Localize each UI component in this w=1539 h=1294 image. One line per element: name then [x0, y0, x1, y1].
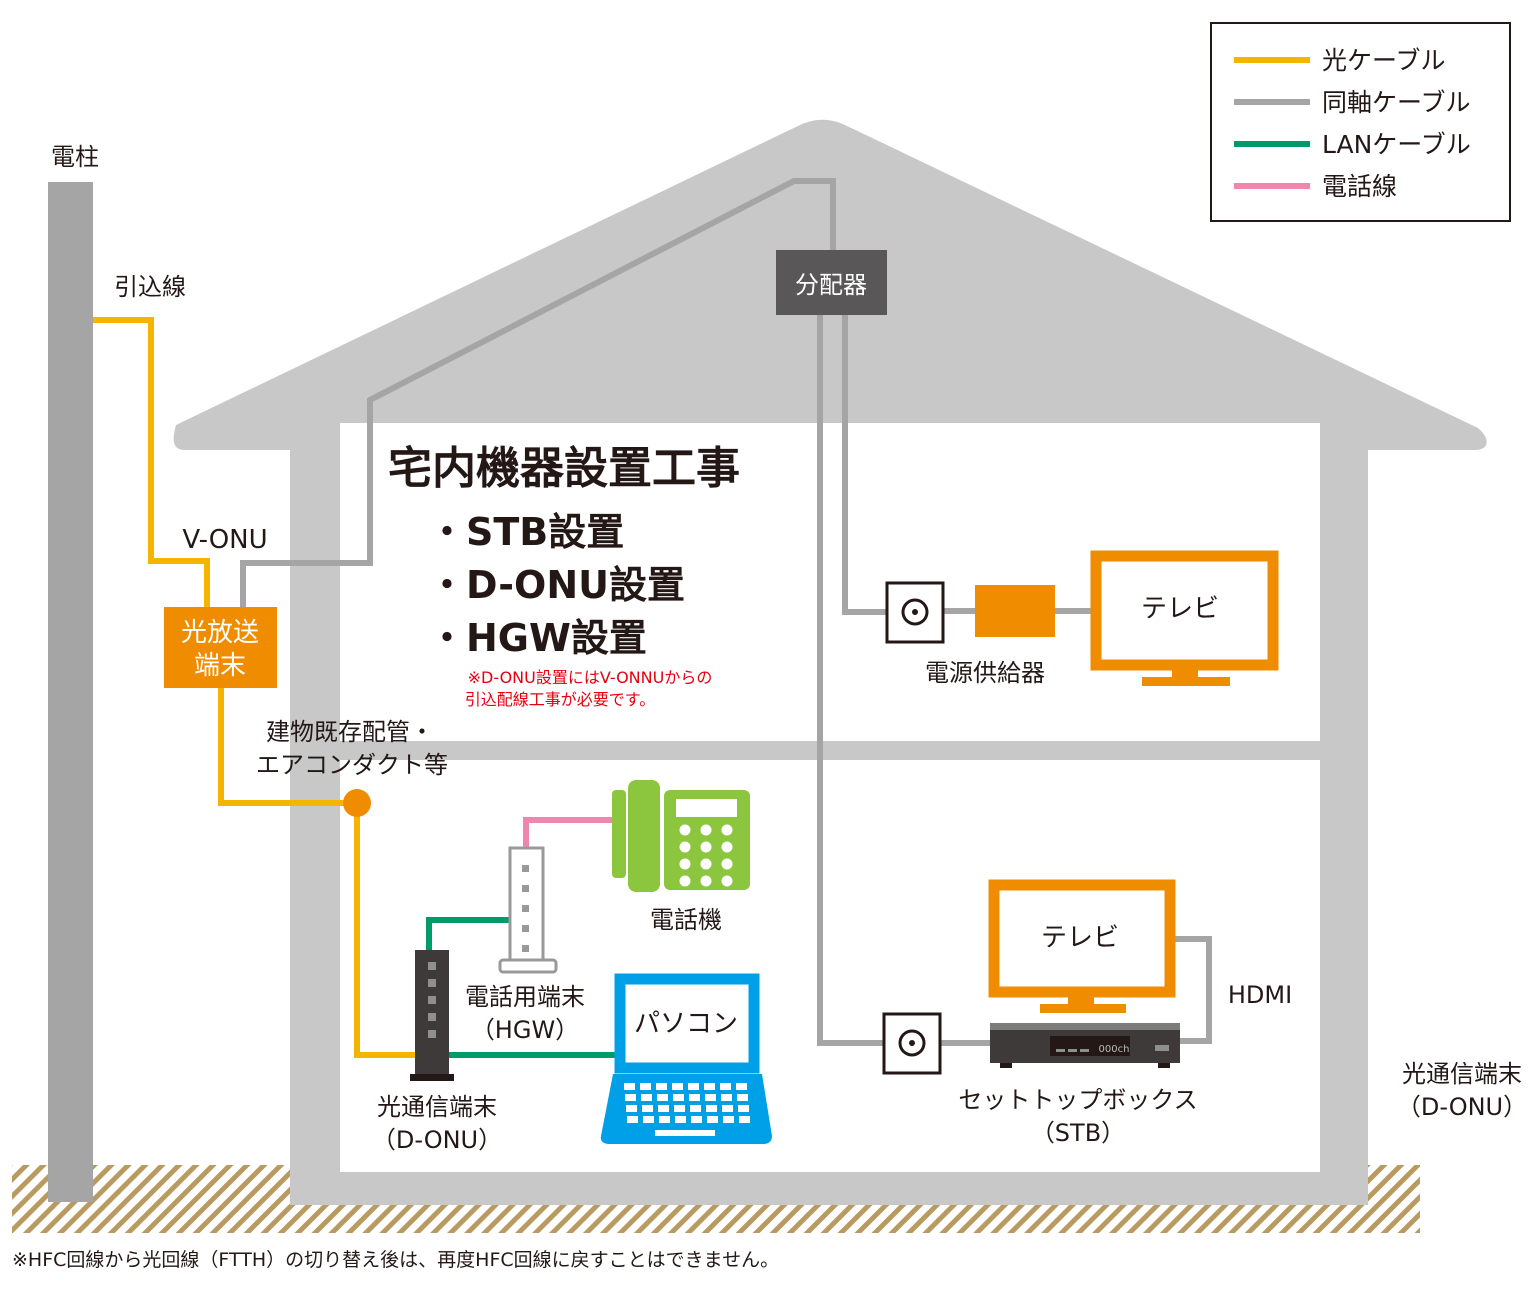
coax-splitter-to-lower-outlet [817, 315, 883, 1046]
work-item-3: ・HGW設置 [428, 616, 647, 660]
fiber-to-donu [354, 803, 415, 1058]
footer-note: ※HFC回線から光回線（FTTH）の切り替え後は、再度HFC回線に戻すことはでき… [12, 1249, 779, 1271]
laptop-key [721, 1094, 732, 1101]
coax-vonu-to-splitter [240, 178, 836, 607]
conduit-junction-dot [343, 789, 371, 817]
lan-donu-to-hgw [426, 917, 510, 950]
laptop-key [640, 1083, 651, 1090]
telephone-label: 電話機 [650, 906, 722, 934]
work-item-1: ・STB設置 [428, 510, 624, 554]
work-note-1: ※D-ONU設置にはV-ONNUからの [468, 668, 713, 687]
laptop-key [737, 1094, 748, 1101]
laptop-key [624, 1083, 635, 1090]
laptop-key [642, 1105, 653, 1112]
right-d-onu-label-1: 光通信端末 [1402, 1060, 1522, 1088]
legend-label-1: 同軸ケーブル [1322, 88, 1471, 117]
v-onu-label: V-ONU [182, 525, 267, 555]
work-title: 宅内機器設置工事 [388, 443, 740, 494]
d-onu-device [410, 950, 454, 1081]
work-item-2: ・D-ONU設置 [428, 563, 685, 607]
laptop-key [625, 1094, 636, 1101]
laptop-key [643, 1116, 654, 1123]
laptop-key [673, 1094, 684, 1101]
laptop-key [706, 1105, 717, 1112]
fiber-drop-line [93, 317, 210, 607]
utility-pole [48, 182, 93, 1202]
tv-upper-label: テレビ [1141, 594, 1219, 624]
laptop-key [627, 1116, 638, 1123]
laptop-key [658, 1105, 669, 1112]
hgw-device [498, 846, 558, 974]
optical-terminal-label-2: 端末 [194, 651, 246, 681]
tv-lower [988, 879, 1176, 1013]
drop-line-label: 引込線 [114, 273, 186, 301]
laptop-key [738, 1105, 749, 1112]
laptop-key [705, 1094, 716, 1101]
laptop-key [720, 1083, 731, 1090]
tv-upper [1090, 550, 1279, 686]
laptop-key [690, 1105, 701, 1112]
power-supply-label: 電源供給器 [925, 659, 1045, 687]
laptop-label: パソコン [634, 1009, 738, 1039]
coax-splitter-to-upper-outlet [842, 315, 886, 615]
stb-label-1: セットトップボックス [958, 1086, 1197, 1114]
laptop-key [689, 1094, 700, 1101]
laptop-key [722, 1105, 733, 1112]
hgw-label-2: （HGW） [471, 1016, 579, 1044]
conduit-label-1: 建物既存配管・ [266, 718, 434, 746]
power-supply-unit [975, 585, 1055, 637]
laptop-key [674, 1105, 685, 1112]
laptop-key [739, 1116, 750, 1123]
laptop-key [672, 1083, 683, 1090]
hdmi-label: HDMI [1228, 981, 1292, 1009]
set-top-box [990, 1023, 1180, 1068]
laptop-key [691, 1116, 702, 1123]
laptop-icon [600, 973, 772, 1144]
laptop-key [659, 1116, 670, 1123]
telephone-icon [612, 780, 750, 892]
tv-lower-label: テレビ [1041, 923, 1119, 953]
legend-label-3: 電話線 [1322, 172, 1397, 201]
d-onu-label-1: 光通信端末 [377, 1093, 497, 1121]
d-onu-label-2: （D-ONU） [372, 1126, 502, 1154]
hdmi-cable [1172, 936, 1212, 1044]
pole-label: 電柱 [51, 143, 99, 171]
laptop-key [641, 1094, 652, 1101]
cables [93, 178, 1212, 1058]
hgw-label-1: 電話用端末 [465, 983, 585, 1011]
splitter-label: 分配器 [795, 271, 867, 299]
legend-label-2: LANケーブル [1322, 130, 1471, 159]
conduit-label-2: エアコンダクト等 [256, 751, 448, 779]
work-note-2: 引込配線工事が必要です。 [465, 690, 655, 709]
laptop-key [675, 1116, 686, 1123]
laptop-key [723, 1116, 734, 1123]
optical-terminal-label-1: 光放送 [181, 618, 259, 648]
legend-label-0: 光ケーブル [1322, 46, 1446, 75]
lower-wall-outlet [882, 1012, 942, 1075]
laptop-key [688, 1083, 699, 1090]
phone-line [523, 817, 615, 848]
laptop-key [736, 1083, 747, 1090]
upper-wall-outlet [885, 581, 945, 644]
optical-broadcast-terminal [164, 607, 277, 688]
stb-label-2: （STB） [1031, 1119, 1125, 1147]
fiber-indoor-line [218, 688, 357, 806]
laptop-key [626, 1105, 637, 1112]
stb-display: 000ch [1099, 1044, 1130, 1055]
laptop-key [657, 1094, 668, 1101]
laptop-key [707, 1116, 718, 1123]
laptop-key [704, 1083, 715, 1090]
splitter-box [776, 250, 887, 315]
laptop-key [656, 1083, 667, 1090]
right-d-onu-label-2: （D-ONU） [1397, 1093, 1527, 1121]
